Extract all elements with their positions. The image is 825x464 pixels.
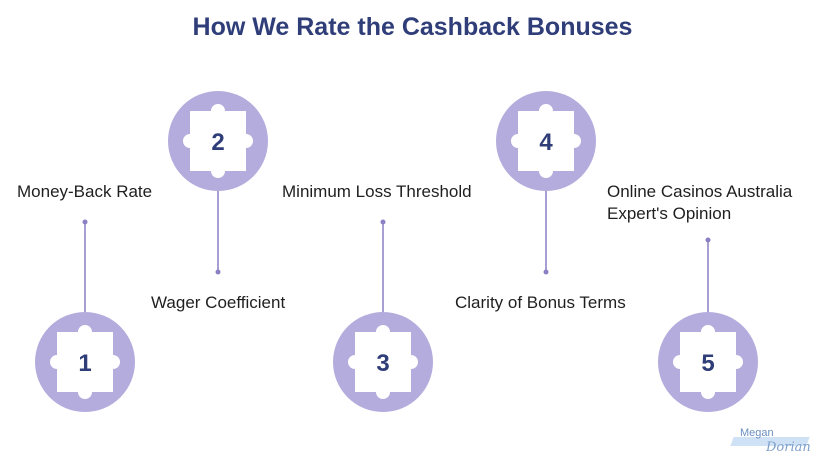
step-4-number: 4 <box>539 129 553 156</box>
logo-first-name: Megan <box>740 427 774 439</box>
step-2-label: Wager Coefficient <box>151 293 286 312</box>
step-5-label-line-2: Expert's Opinion <box>607 204 732 223</box>
connector-3 <box>380 219 386 312</box>
connector-2 <box>215 190 221 275</box>
step-2-number: 2 <box>211 129 224 156</box>
page-title: How We Rate the Cashback Bonuses <box>192 13 633 41</box>
connector-4 <box>543 190 549 275</box>
step-3-label: Minimum Loss Threshold <box>282 182 472 201</box>
logo-last-name: Dorian <box>766 440 811 455</box>
author-logo: Megan Dorian <box>728 424 811 460</box>
step-5-node: 5 <box>658 312 758 412</box>
step-3-node: 3 <box>333 312 433 412</box>
connector-5 <box>705 237 711 312</box>
step-2-node: 2 <box>168 91 268 191</box>
step-1-node: 1 <box>35 312 135 412</box>
connector-1 <box>82 219 88 312</box>
step-3-number: 3 <box>376 350 389 377</box>
step-4-label: Clarity of Bonus Terms <box>455 293 626 312</box>
step-1-label: Money-Back Rate <box>17 182 153 201</box>
step-5-number: 5 <box>701 350 714 377</box>
step-4-node: 4 <box>496 91 596 191</box>
step-1-number: 1 <box>78 350 91 377</box>
step-5-label-line-1: Online Casinos Australia <box>607 182 793 201</box>
